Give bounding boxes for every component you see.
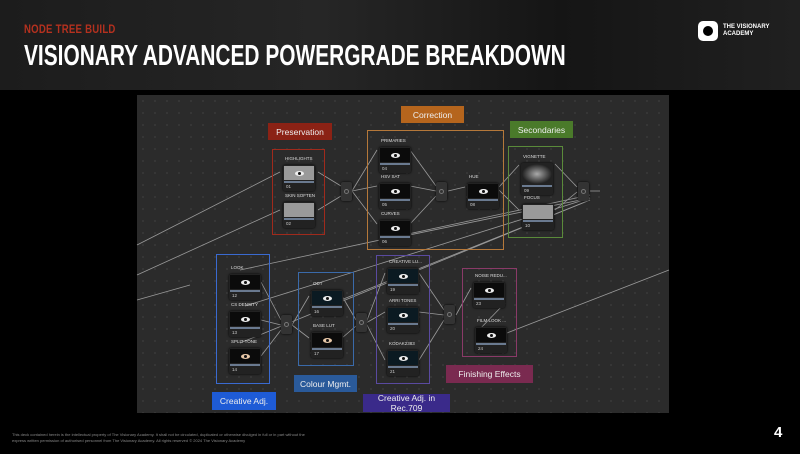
node-number: 20	[390, 326, 396, 331]
eye-icon	[478, 188, 488, 194]
eye-icon	[484, 287, 494, 293]
node-number: 14	[232, 367, 238, 372]
node-split-tone[interactable]: SPLIT TONE 14	[229, 339, 261, 374]
node-number: 01	[286, 184, 292, 189]
node-number: 21	[390, 369, 396, 374]
logo-icon	[698, 21, 718, 41]
node-number: 10	[525, 223, 531, 228]
node-number: 13	[232, 330, 238, 335]
node-number: 17	[314, 351, 320, 356]
secondaries-group	[508, 146, 563, 238]
parallel-mixer-node[interactable]	[281, 315, 292, 334]
node-label: HUE	[469, 174, 479, 179]
node-label: CURVES	[381, 211, 400, 216]
logo: THE VISIONARY ACADEMY	[698, 21, 771, 41]
node-label: ODT	[313, 281, 323, 286]
node-number: 09	[524, 188, 530, 193]
finishing-group	[462, 268, 517, 357]
node-film-look[interactable]: FILM LOOK ... 24	[475, 318, 507, 353]
node-odt[interactable]: ODT 16	[311, 281, 343, 316]
rec709-group	[376, 255, 430, 384]
node-number: 08	[470, 202, 476, 207]
output-mixer-node[interactable]	[578, 182, 589, 201]
creative-adj-label: Creative Adj.	[212, 392, 276, 410]
node-look[interactable]: LOOK 12	[229, 265, 261, 300]
node-creative-lut[interactable]: CREATIVE LU... 19	[387, 259, 422, 294]
rec709-label: Creative Adj. in Rec.709	[363, 393, 450, 413]
node-cs-density[interactable]: CS DENSITY 13	[229, 302, 261, 337]
node-label: VIGNETTE	[523, 154, 546, 159]
node-label: FILM LOOK ...	[477, 318, 507, 323]
node-label: SPLIT TONE	[231, 339, 258, 344]
eye-icon	[240, 279, 250, 285]
node-kodak2383[interactable]: KODAK2383 21	[387, 341, 419, 376]
node-base-lut[interactable]: BASE LUT 17	[311, 323, 343, 358]
eye-icon	[398, 273, 408, 279]
secondaries-label: Secondaries	[510, 121, 573, 138]
node-curves[interactable]: CURVES 06	[379, 211, 411, 246]
node-arri-tones[interactable]: ARRI TONES 20	[387, 298, 419, 333]
eye-icon	[322, 337, 332, 343]
parallel-mixer-node[interactable]	[444, 305, 455, 324]
node-number: 05	[382, 202, 388, 207]
node-label: BASE LUT	[313, 323, 335, 328]
eye-icon	[398, 355, 408, 361]
node-skin-soften[interactable]: SKIN SOFTEN 02	[283, 193, 315, 228]
eye-icon	[390, 225, 400, 231]
node-label: CS DENSITY	[231, 302, 259, 307]
node-label: HSV SAT	[381, 174, 400, 179]
finishing-label: Finishing Effects	[446, 365, 533, 383]
node-noise-reduction[interactable]: NOISE REDU... 23	[473, 273, 507, 308]
logo-text: THE VISIONARY ACADEMY	[723, 24, 770, 37]
node-label: FOCUS	[524, 195, 540, 200]
node-label: CREATIVE LU...	[389, 259, 422, 264]
node-highlights[interactable]: HIGHLIGHTS 01	[283, 156, 315, 191]
preservation-label: Preservation	[268, 123, 332, 140]
header-banner	[0, 0, 800, 90]
node-hue[interactable]: HUE 08	[467, 174, 499, 209]
node-label: KODAK2383	[389, 341, 415, 346]
node-hsv-sat[interactable]: HSV SAT 05	[379, 174, 411, 209]
eye-icon	[398, 312, 408, 318]
node-label: SKIN SOFTEN	[285, 193, 316, 198]
node-number: 02	[286, 221, 292, 226]
parallel-mixer-node[interactable]	[356, 313, 367, 332]
node-vignette[interactable]: VIGNETTE 09	[521, 154, 553, 195]
eye-icon	[390, 152, 400, 158]
colour-mgmt-group	[298, 272, 354, 366]
correction-label: Correction	[401, 106, 464, 123]
eye-icon	[322, 295, 332, 301]
node-number: 23	[476, 301, 482, 306]
parallel-mixer-node[interactable]	[436, 182, 447, 201]
eye-icon	[240, 316, 250, 322]
node-number: 06	[382, 239, 388, 244]
node-primaries[interactable]: PRIMARIES 04	[379, 138, 411, 173]
section-kicker: NODE TREE BUILD	[24, 22, 116, 36]
parallel-mixer-node[interactable]	[341, 182, 352, 201]
creative-adj-group	[216, 254, 270, 384]
eye-icon	[240, 353, 250, 359]
preservation-group	[272, 149, 325, 235]
node-number: 04	[382, 166, 388, 171]
node-focus[interactable]: FOCUS 10	[522, 195, 554, 230]
node-label: LOOK	[231, 265, 244, 270]
page-number: 4	[774, 424, 783, 441]
eye-icon	[294, 170, 304, 176]
node-label: ARRI TONES	[389, 298, 417, 303]
disclaimer: This deck contained herein is the intell…	[12, 432, 305, 443]
page-title: VISIONARY ADVANCED POWERGRADE BREAKDOWN	[24, 40, 566, 72]
node-number: 16	[314, 309, 320, 314]
node-number: 12	[232, 293, 238, 298]
node-number: 24	[478, 346, 484, 351]
node-label: PRIMARIES	[381, 138, 406, 143]
node-label: HIGHLIGHTS	[285, 156, 313, 161]
colour-mgmt-label: Colour Mgmt.	[294, 375, 357, 392]
eye-icon	[486, 332, 496, 338]
node-number: 19	[390, 287, 396, 292]
correction-group	[367, 130, 504, 250]
eye-icon	[390, 188, 400, 194]
node-label: NOISE REDU...	[475, 273, 507, 278]
